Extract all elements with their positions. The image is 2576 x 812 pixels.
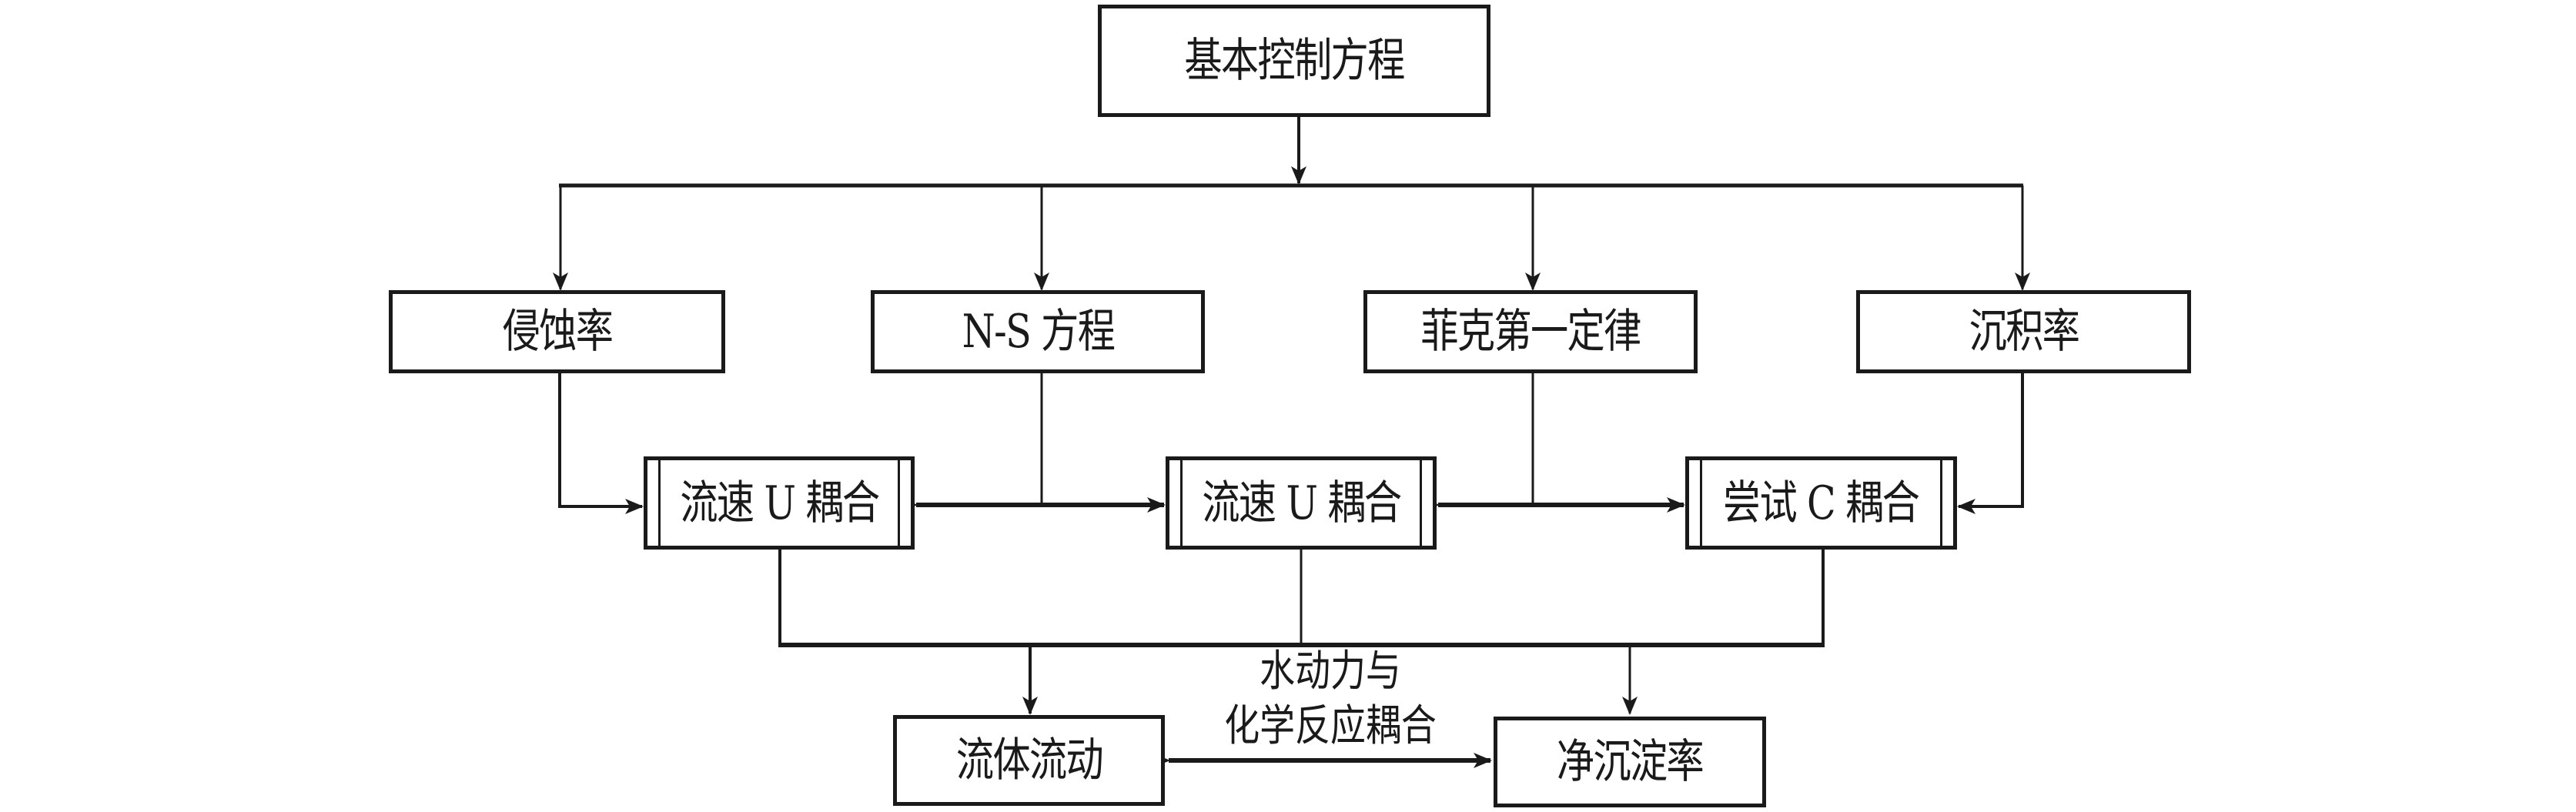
governing-equations-label: 基本控制方程 (1184, 34, 1405, 88)
erosion-rate-box: 侵蚀率 (389, 290, 725, 373)
velocity-coupling-box-2: 流速 U 耦合 (1166, 456, 1437, 550)
arrow-deposition-to-coupling-c (1957, 373, 2024, 514)
governing-equations-box: 基本控制方程 (1098, 5, 1490, 117)
deposition-rate-label: 沉积率 (1969, 305, 2079, 359)
ns-equation-box: N-S 方程 (871, 290, 1205, 373)
fluid-flow-box: 流体流动 (893, 715, 1165, 806)
velocity-coupling-label-1: 流速 U 耦合 (679, 476, 880, 530)
concentration-coupling-label: 尝试 C 耦合 (1723, 476, 1920, 530)
net-deposition-box: 净沉淀率 (1494, 717, 1766, 807)
velocity-coupling-box-1: 流速 U 耦合 (644, 456, 915, 550)
arrow-erosion-to-coupling-a (558, 373, 644, 514)
ns-equation-label: N-S 方程 (962, 305, 1115, 359)
net-deposition-label: 净沉淀率 (1556, 735, 1705, 789)
concentration-coupling-box: 尝试 C 耦合 (1685, 456, 1957, 550)
deposition-rate-box: 沉积率 (1856, 290, 2191, 373)
fick-law-box: 菲克第一定律 (1363, 290, 1698, 373)
fick-law-label: 菲克第一定律 (1420, 305, 1641, 359)
coupling-caption-line2: 化学反应耦合 (1224, 701, 1437, 751)
velocity-coupling-label-2: 流速 U 耦合 (1201, 476, 1402, 530)
erosion-rate-label: 侵蚀率 (502, 305, 613, 359)
fluid-flow-label: 流体流动 (955, 733, 1103, 787)
coupling-caption-line1: 水动力与 (1260, 647, 1401, 697)
